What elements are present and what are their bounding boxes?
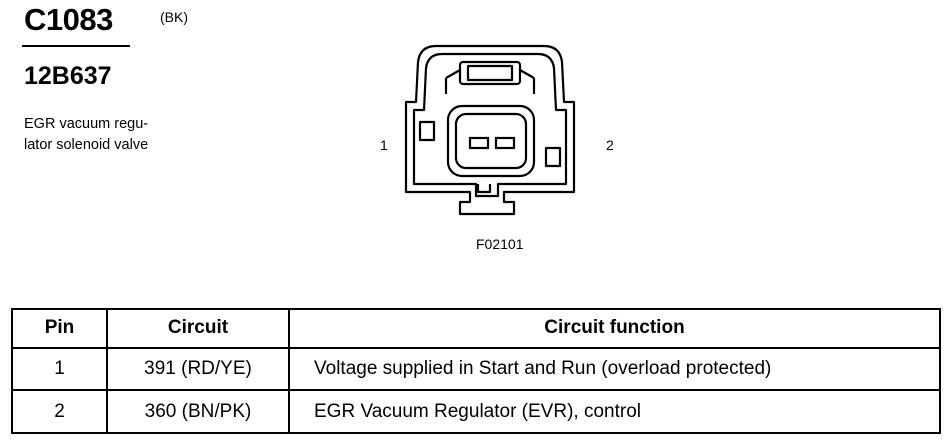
pin-2-label: 2	[606, 137, 614, 153]
header-pin: Pin	[13, 310, 108, 349]
left-side-latch	[418, 120, 436, 142]
pinout-table: Pin Circuit Circuit function 1 391 (RD/Y…	[11, 308, 941, 434]
table-row: 1 391 (RD/YE) Voltage supplied in Start …	[13, 346, 939, 392]
locking-tab	[458, 60, 522, 86]
pin-1-label: 1	[380, 137, 388, 153]
connector-id-underline	[22, 45, 130, 47]
locking-tab-inner	[466, 64, 514, 82]
circuit-cell: 360 (BN/PK)	[106, 389, 290, 432]
header-circuit: Circuit	[106, 310, 290, 349]
table-row: 2 360 (BN/PK) EGR Vacuum Regulator (EVR)…	[13, 389, 939, 432]
pin-cell: 1	[13, 346, 108, 392]
pin-2-terminal	[494, 136, 516, 150]
connector-face-drawing	[404, 44, 576, 216]
pin-1-terminal	[468, 136, 490, 150]
right-side-latch	[544, 146, 562, 168]
bottom-key	[476, 184, 492, 194]
connector-inner-housing	[412, 52, 568, 198]
circuit-cell: 391 (RD/YE)	[106, 346, 290, 392]
circuit-function-cell: EGR Vacuum Regulator (EVR), control	[288, 389, 939, 432]
header-circuit-function: Circuit function	[288, 310, 939, 349]
terminal-cavity-outer	[446, 104, 536, 178]
part-number: 12B637	[24, 62, 112, 90]
figure-id: F02101	[476, 236, 524, 252]
terminal-cavity-inner	[454, 112, 528, 170]
connector-id: C1083	[24, 2, 113, 37]
table-header-row: Pin Circuit Circuit function	[13, 310, 939, 349]
circuit-function-cell: Voltage supplied in Start and Run (overl…	[288, 346, 939, 392]
component-description: EGR vacuum regu- lator solenoid valve	[24, 116, 149, 153]
pin-cell: 2	[13, 389, 108, 432]
connector-outer-housing	[404, 44, 576, 216]
connector-color-code: (BK)	[160, 9, 188, 25]
